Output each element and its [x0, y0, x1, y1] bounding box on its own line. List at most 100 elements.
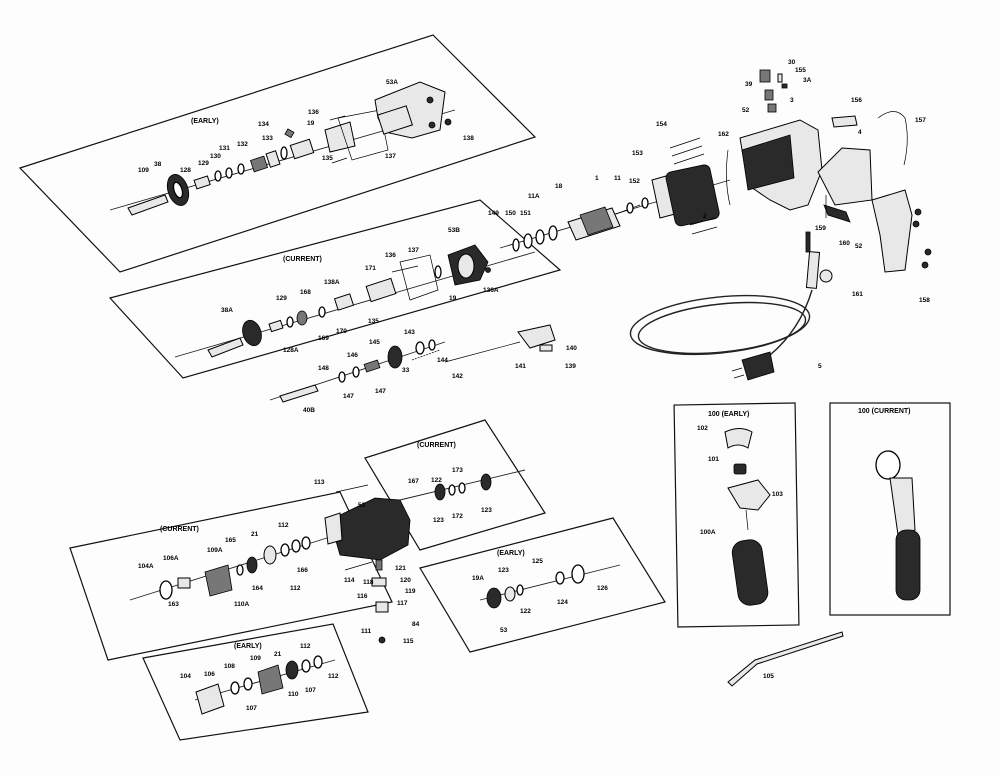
hex-key: [727, 631, 844, 687]
gear-current-parts: [434, 473, 492, 501]
label-128a: 128A: [283, 347, 299, 354]
label-125: 125: [532, 558, 543, 565]
label-39: 39: [745, 81, 753, 88]
label-108: 108: [224, 663, 235, 670]
label-30: 30: [788, 59, 796, 66]
side-handle-current: [875, 450, 921, 601]
label-122: 122: [431, 477, 442, 484]
label-159: 159: [815, 225, 826, 232]
label-145: 145: [369, 339, 380, 346]
label-163: 163: [168, 601, 179, 608]
label-117: 117: [397, 600, 408, 607]
label-137: 137: [385, 153, 396, 160]
label-162: 162: [718, 131, 729, 138]
label-11: 11: [614, 175, 621, 182]
label-103: 103: [772, 491, 783, 498]
label-166: 166: [297, 567, 308, 574]
label-109: 109: [138, 167, 149, 174]
label-170: 170: [336, 328, 347, 335]
label-141: 141: [515, 363, 526, 370]
label-148: 148: [318, 365, 329, 372]
label-150: 150: [505, 210, 516, 217]
label-122b: 122: [520, 608, 531, 615]
label-133: 133: [262, 135, 273, 142]
label-84: 84: [412, 621, 420, 628]
panel-nose-current: [69, 491, 393, 661]
label-111: 111: [361, 628, 372, 635]
label-109c: 109: [250, 655, 261, 662]
label-147b: 147: [375, 388, 386, 395]
label-123: 123: [433, 517, 444, 524]
clutch-shaft-assembly: [279, 324, 556, 403]
label-161: 161: [852, 291, 863, 298]
label-53b: 53B: [448, 227, 460, 234]
label-165: 165: [225, 537, 236, 544]
panel-gear-early: [419, 517, 666, 653]
gear-housing: [324, 484, 411, 644]
label-112: 112: [278, 522, 289, 529]
title-gear-early: (EARLY): [497, 550, 525, 557]
label-136a: 136A: [483, 287, 499, 294]
label-107b: 107: [305, 687, 316, 694]
title-handle-current: 100 (CURRENT): [858, 408, 911, 415]
label-2: 2: [703, 213, 707, 220]
label-146: 146: [347, 352, 358, 359]
label-152: 152: [629, 178, 640, 185]
label-126: 126: [597, 585, 608, 592]
label-106a: 106A: [163, 555, 179, 562]
axis-gear-early: [479, 564, 621, 601]
label-144: 144: [437, 357, 448, 364]
label-19: 19: [307, 120, 315, 127]
panel-armature-early: [18, 34, 537, 273]
current-spindle-assembly: [207, 244, 491, 358]
label-106: 106: [204, 671, 215, 678]
label-53: 53: [358, 502, 366, 509]
nose-early-parts: [195, 655, 323, 715]
motor-housing: [739, 69, 932, 273]
label-110: 110: [288, 691, 299, 698]
label-112c: 112: [300, 643, 311, 650]
label-129b: 129: [276, 295, 287, 302]
label-154: 154: [656, 121, 667, 128]
label-21b: 21: [274, 651, 282, 658]
title-nose-current: (CURRENT): [160, 526, 199, 533]
part-labels: 109 38 128 129 130 131 132 133 134 135 1…: [138, 59, 930, 712]
label-53c: 53: [500, 627, 508, 634]
label-124: 124: [557, 599, 568, 606]
label-119: 119: [405, 588, 416, 595]
label-123b: 123: [481, 507, 492, 514]
label-104a: 104A: [138, 563, 154, 570]
label-52: 52: [742, 107, 750, 114]
label-5: 5: [818, 363, 822, 370]
label-169: 169: [318, 335, 329, 342]
label-156: 156: [851, 97, 862, 104]
early-spindle-assembly: [127, 81, 452, 216]
label-112d: 112: [328, 673, 339, 680]
label-132: 132: [237, 141, 248, 148]
label-114: 114: [344, 577, 355, 584]
label-105: 105: [763, 673, 774, 680]
armature-field-assembly: [512, 137, 731, 252]
label-149: 149: [488, 210, 499, 217]
label-138: 138: [463, 135, 474, 142]
label-4: 4: [858, 129, 862, 136]
label-1: 1: [595, 175, 599, 182]
label-107: 107: [246, 705, 257, 712]
label-168: 168: [300, 289, 311, 296]
label-138a: 138A: [324, 279, 340, 286]
label-104: 104: [180, 673, 191, 680]
nose-current-parts: [159, 536, 311, 600]
label-171: 171: [365, 265, 376, 272]
label-116: 116: [357, 593, 368, 600]
label-134: 134: [258, 121, 269, 128]
label-38a: 38A: [221, 307, 233, 314]
title-handle-early: 100 (EARLY): [708, 411, 749, 418]
label-19b: 19: [449, 295, 457, 302]
label-173: 173: [452, 467, 463, 474]
label-101: 101: [708, 456, 719, 463]
label-18: 18: [555, 183, 563, 190]
label-153: 153: [632, 150, 643, 157]
label-102: 102: [697, 425, 708, 432]
side-handle-early: [724, 428, 771, 606]
label-112b: 112: [290, 585, 301, 592]
